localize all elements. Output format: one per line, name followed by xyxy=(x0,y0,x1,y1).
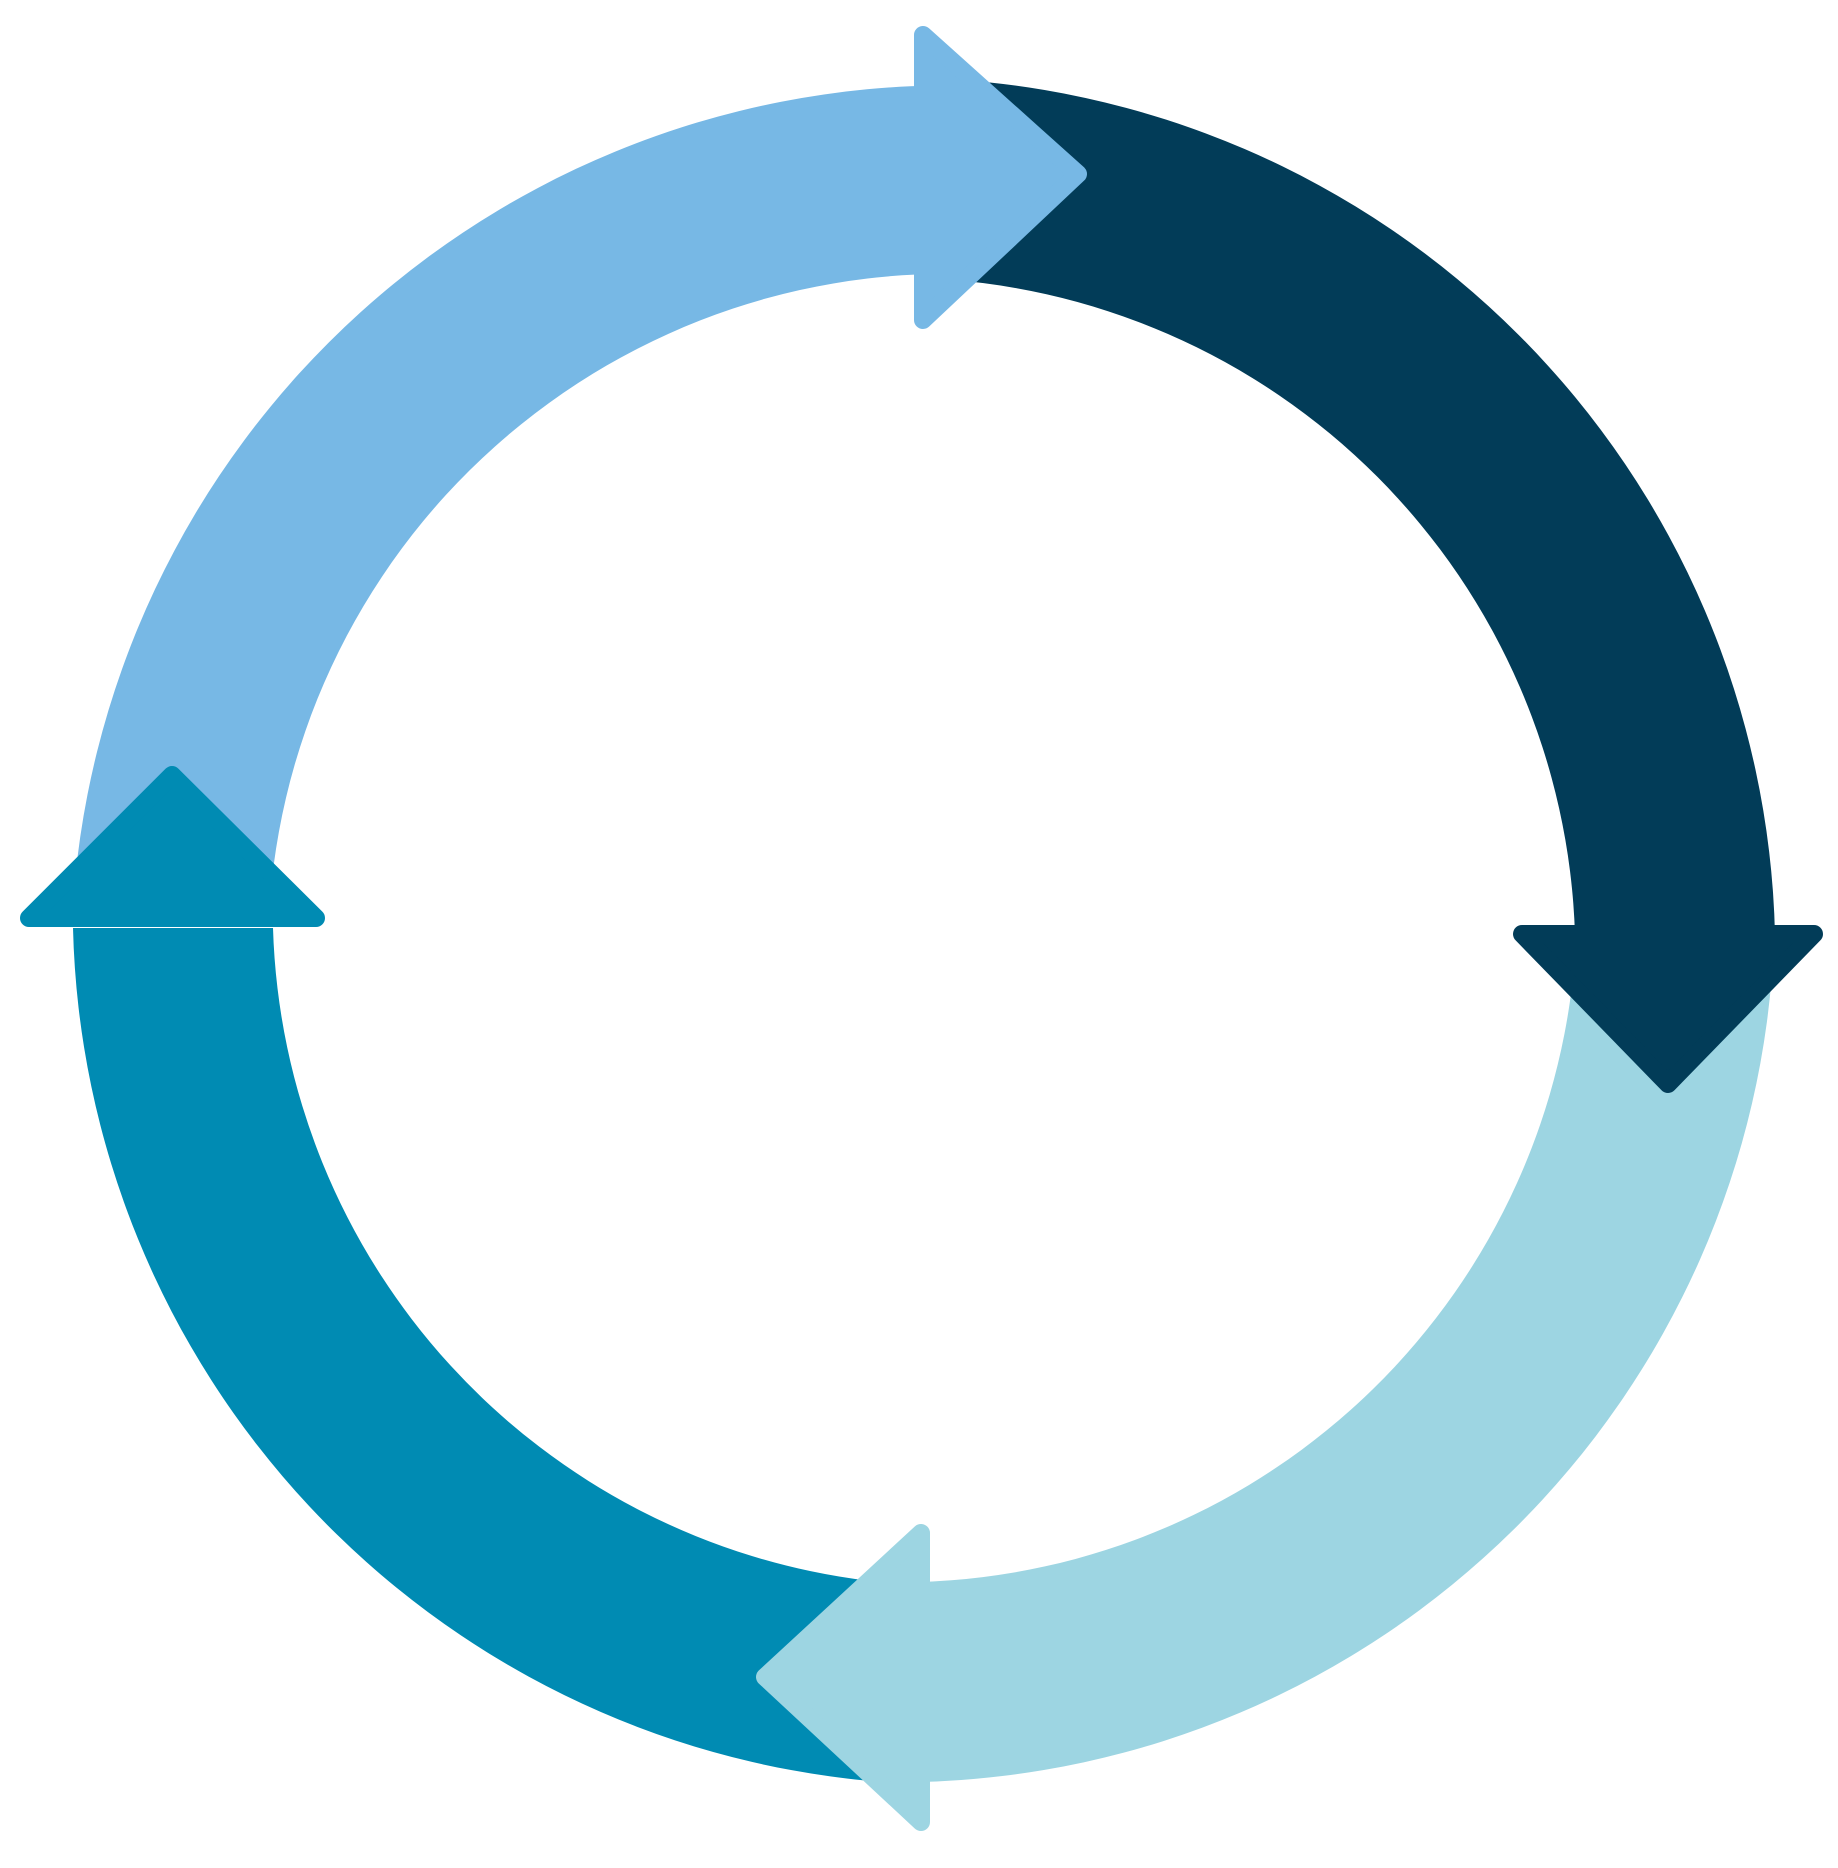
cycle-arrow-bottom-left xyxy=(73,928,870,1781)
arrow-head-top-left xyxy=(914,26,1087,329)
cycle-arrow-bottom-right xyxy=(920,940,1774,1782)
cycle-arrow-top-left xyxy=(75,85,1040,901)
arrow-down-icon xyxy=(1513,925,1823,1093)
cycle-arrow-top-right xyxy=(920,78,1775,935)
arrow-head-bottom-right xyxy=(756,1524,930,1831)
arrow-left-icon xyxy=(756,1524,930,1831)
arrow-head-bottom-left xyxy=(20,766,325,927)
arrow-up-icon xyxy=(20,766,325,927)
arrow-right-icon xyxy=(914,26,1087,329)
arrow-head-top-right xyxy=(1513,925,1823,1093)
